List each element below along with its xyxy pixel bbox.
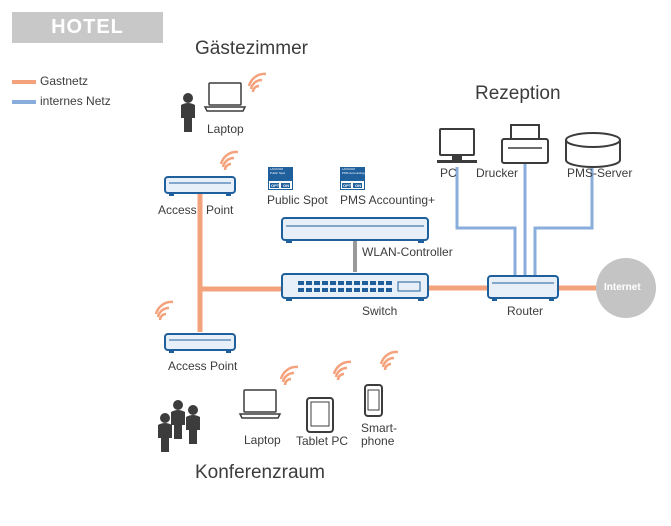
pc-label: PC [440, 166, 457, 180]
public-spot-card-sub: Public Spot [270, 171, 286, 175]
wifi-icon [332, 360, 353, 382]
hotel-banner: HOTEL [12, 12, 163, 43]
smartphone-icon [364, 384, 383, 417]
pms-card-opt: OPT [343, 183, 352, 188]
pms-server-label: PMS-Server [567, 166, 633, 180]
guest-room-title: Gästezimmer [195, 38, 308, 59]
hotel-title: HOTEL [51, 16, 124, 38]
wifi-icon [219, 150, 240, 172]
laptop-icon [204, 82, 246, 112]
public-spot-card-brand: LANCOM [270, 167, 283, 171]
access-point-icon [164, 333, 236, 354]
legend-swatch-guest [12, 80, 36, 84]
internal-network-links [455, 163, 594, 275]
pms-option-icon [340, 167, 365, 190]
switch-label: Switch [362, 304, 398, 318]
public-spot-card-opt: OPT [271, 183, 280, 188]
public-spot-option-icon [268, 167, 293, 190]
legend-swatch-internal [12, 100, 36, 104]
access-point-bottom-label: Access Point [168, 359, 238, 373]
tablet-label: Tablet PC [296, 434, 349, 448]
wifi-icon [279, 365, 300, 387]
smartphone-label-line1: Smart- [361, 421, 397, 435]
group-icon [158, 400, 200, 452]
wlan-controller-label: WLAN-Controller [362, 245, 453, 259]
legend-label-internal: internes Netz [40, 94, 111, 108]
laptop-icon [239, 389, 281, 419]
router-icon [487, 275, 559, 301]
wifi-icon [154, 300, 175, 322]
smartphone-label-line2: phone [361, 434, 395, 448]
pms-card-sub: PMS Accounting+ [342, 171, 366, 175]
pms-accounting-label: PMS Accounting+ [340, 193, 436, 207]
legend-label-guest: Gastnetz [40, 74, 89, 88]
switch-icon [281, 273, 429, 301]
conference-laptop-label: Laptop [244, 433, 281, 447]
person-icon [181, 93, 195, 132]
wifi-icon [247, 72, 268, 94]
server-icon [565, 132, 621, 168]
access-point-top-label: Access Point [158, 203, 234, 217]
conference-title: Konferenzraum [195, 462, 325, 483]
pms-card-brand: LANCOM [342, 167, 355, 171]
internet-cloud-icon [596, 258, 656, 318]
router-label: Router [507, 304, 544, 318]
guest-network-links [197, 194, 600, 332]
public-spot-card-on: ON [283, 183, 289, 188]
wifi-icon [379, 350, 400, 372]
public-spot-label: Public Spot [267, 193, 328, 207]
internet-label: Internet [604, 282, 641, 293]
printer-icon [501, 124, 549, 164]
wlan-controller-icon [281, 217, 429, 243]
guest-laptop-label: Laptop [207, 122, 244, 136]
reception-title: Rezeption [475, 83, 561, 104]
printer-label: Drucker [476, 166, 519, 180]
pms-card-on: ON [355, 183, 361, 188]
pc-icon [437, 128, 477, 163]
access-point-icon [164, 176, 236, 197]
tablet-icon [306, 397, 334, 433]
